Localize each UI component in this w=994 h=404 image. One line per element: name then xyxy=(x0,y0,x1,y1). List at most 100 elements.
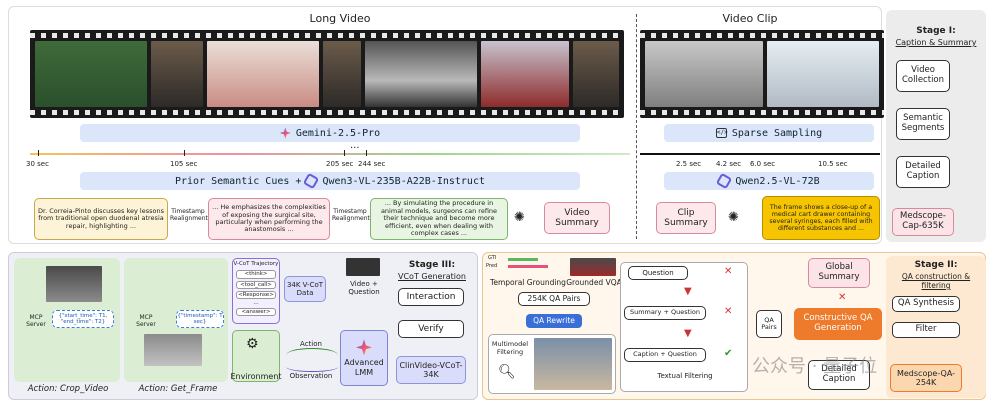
video-summary: Video Summary xyxy=(544,202,610,234)
qwen-icon xyxy=(716,172,733,190)
qwen25-label: Qwen2.5-VL-72B xyxy=(735,175,820,187)
crop-code: {"start_time": T1, "end_time": T2} xyxy=(52,310,114,328)
action-label: Action xyxy=(300,340,322,348)
section-divider xyxy=(636,14,637,239)
filter-row-question: Question xyxy=(628,266,688,280)
frame-speaker-3 xyxy=(573,41,619,107)
time-label-205: 205 sec xyxy=(326,160,354,168)
constructive-qa: Constructive QA Generation xyxy=(794,308,882,340)
stage1-semantic-segments: Semantic Segments xyxy=(896,108,950,140)
frame-slide-2 xyxy=(207,41,319,107)
vcot-item-tool-call: <tool_call> xyxy=(236,280,276,289)
filter-row-caption: Caption + Question xyxy=(624,348,706,362)
timestamp-realignment-2: Timestamp Realignment xyxy=(332,208,370,222)
gemini-icon xyxy=(279,127,291,139)
stage2-title: Stage II: xyxy=(914,260,958,270)
prior-cues-label: Prior Semantic Cues + xyxy=(175,175,302,187)
qa-pairs: QA Pairs xyxy=(756,310,782,338)
long-video-title: Long Video xyxy=(309,12,371,25)
code-icon: </> xyxy=(715,128,728,138)
gemini-bar: Gemini-2.5-Pro xyxy=(80,124,580,142)
qwen3-label: Qwen3-VL-235B-A22B-Instruct xyxy=(322,175,485,187)
frame-code: {"timestamp": T sec} xyxy=(176,310,224,328)
long-timeline xyxy=(30,153,630,155)
long-video-filmstrip xyxy=(30,30,624,118)
search-icon: 🔍︎ xyxy=(498,364,516,380)
global-summary: Global Summary xyxy=(808,258,870,288)
stage2-subtitle: QA construction & filtering xyxy=(901,272,971,290)
frame-speaker-1 xyxy=(151,41,203,107)
timeline-ellipsis: ... xyxy=(350,140,360,151)
qa-pairs-254k: 254K QA Pairs xyxy=(518,292,590,306)
mcp-server-1: MCP Server xyxy=(26,314,46,328)
gti-bar xyxy=(508,258,538,261)
video-thumb xyxy=(346,258,380,276)
stage1-detailed-caption: Detailed Caption xyxy=(896,156,950,188)
clip-time-4: 10.5 sec xyxy=(818,160,848,168)
advanced-lmm-label: Advanced LMM xyxy=(344,358,384,377)
clip-frame-2 xyxy=(767,41,879,107)
vcot-item-ellipsis: ... xyxy=(253,300,259,307)
stage2-filter: Filter xyxy=(892,322,960,338)
vcot-item-answer: <answer> xyxy=(236,307,276,316)
frame-slide-4 xyxy=(481,41,569,107)
filter-row-summary: Summary + Question xyxy=(624,306,706,320)
clip-summary: Clip Summary xyxy=(656,202,716,234)
vcot-item-response: <Response> xyxy=(236,290,276,300)
verify-box: Verify xyxy=(398,320,464,338)
video-clip-filmstrip xyxy=(640,30,884,118)
stage2-qa-synthesis: QA Synthesis xyxy=(892,296,960,312)
crop-video-thumbs xyxy=(46,266,102,302)
reject-icon: ✕ xyxy=(724,266,733,277)
clip-frame-1 xyxy=(645,41,763,107)
action-get-frame: Action: Get_Frame xyxy=(138,384,218,394)
vcot-title: V-CoT Trajectory xyxy=(233,261,279,267)
gemini-label: Gemini-2.5-Pro xyxy=(295,127,381,139)
video-clip-title: Video Clip xyxy=(722,12,778,25)
clip-time-2: 4.2 sec xyxy=(716,160,742,168)
qwen-icon xyxy=(303,172,320,190)
observation-arrow xyxy=(286,362,338,372)
vcot-data: 34K V-CoT Data xyxy=(284,276,326,302)
reject-icon: ✕ xyxy=(724,306,733,317)
environment-label: Environment xyxy=(230,372,282,381)
vcot-item-think: <think> xyxy=(236,270,276,279)
qwen25-bar: Qwen2.5-VL-72B xyxy=(664,172,874,190)
clip-time-1: 2.5 sec xyxy=(676,160,702,168)
multimodel-filtering: Multimodel Filtering xyxy=(491,340,529,356)
observation-label: Observation xyxy=(289,372,333,380)
mcp-server-2: MCP Server xyxy=(136,314,156,328)
grounded-vqa: Grounded VQA xyxy=(566,278,622,287)
tick-30 xyxy=(38,150,39,156)
frame-slide-3 xyxy=(365,41,477,107)
openai-icon: ✺ xyxy=(728,210,739,225)
interaction-box: Interaction xyxy=(398,288,464,306)
caption-2: ... He emphasizes the complexities of ex… xyxy=(208,198,330,240)
funnel-icon: ▼ xyxy=(684,328,692,339)
tick-105 xyxy=(184,150,185,156)
stage1-dataset: Medscope-Cap-635K xyxy=(892,208,954,236)
action-arrow xyxy=(286,348,338,362)
vcot-trajectory: V-CoT Trajectory <think> <tool_call> <Re… xyxy=(232,258,280,324)
sparse-sampling-bar: </>Sparse Sampling xyxy=(664,124,874,142)
grounded-vqa-thumbs xyxy=(570,258,616,276)
time-label-30: 30 sec xyxy=(26,160,49,168)
tick-205 xyxy=(344,150,345,156)
timestamp-realignment-1: Timestamp Realignment xyxy=(170,208,208,222)
qa-rewrite: QA Rewrite xyxy=(526,314,582,328)
caption-3: ... By simulating the procedure in anima… xyxy=(370,198,508,240)
qwen3-bar: Prior Semantic Cues + Qwen3-VL-235B-A22B-… xyxy=(80,172,580,190)
detailed-caption: Detailed Caption xyxy=(808,360,870,390)
stage2-dataset: Medscope-QA-254K xyxy=(890,364,962,392)
accept-icon: ✔ xyxy=(724,348,733,359)
gti-label: GTI xyxy=(488,255,497,261)
clip-caption: The frame shows a close-up of a medical … xyxy=(762,196,880,240)
reject-icon: ✕ xyxy=(838,292,847,303)
frame-slide-1 xyxy=(35,41,147,107)
time-label-105: 105 sec xyxy=(170,160,198,168)
get-frame-thumb xyxy=(144,334,202,366)
video-plus-question: Video + Question xyxy=(348,280,380,296)
funnel-icon: ▼ xyxy=(684,286,692,297)
openai-icon: ✺ xyxy=(514,210,525,225)
pred-bar xyxy=(508,265,548,268)
